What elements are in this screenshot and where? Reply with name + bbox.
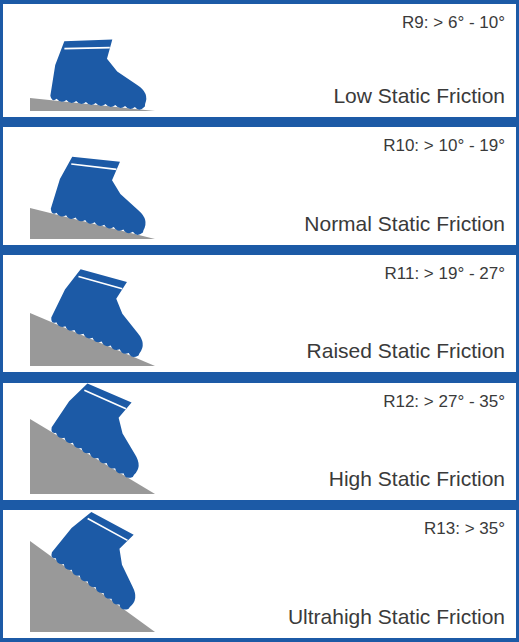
boot-icon	[49, 260, 163, 359]
friction-label: Low Static Friction	[333, 84, 505, 108]
friction-label: Raised Static Friction	[307, 339, 505, 363]
ramp-wedge	[30, 208, 155, 239]
rating-band: R13: > 35° Ultrahigh Static Friction	[3, 510, 516, 638]
rating-band: R11: > 19° - 27° Raised Static Friction	[3, 255, 516, 372]
rating-band: R10: > 10° - 19° Normal Static Friction	[3, 127, 516, 245]
ramp-wedge	[30, 98, 155, 111]
friction-label: Normal Static Friction	[304, 212, 505, 236]
ramp-wedge	[30, 313, 155, 366]
boot-icon	[49, 374, 166, 481]
ramp-wedge	[30, 419, 155, 494]
slope-4	[30, 374, 166, 494]
boot-icon	[49, 502, 166, 613]
rating-band: R9: > 6° - 10° Low Static Friction	[3, 4, 516, 117]
slope-5	[30, 502, 166, 632]
rating-range: R11: > 19° - 27°	[384, 264, 505, 284]
rating-range: R9: > 6° - 10°	[402, 13, 505, 33]
rating-band: R12: > 27° - 35° High Static Friction	[3, 383, 516, 500]
rating-range: R13: > 35°	[424, 519, 505, 539]
slope-2	[30, 148, 159, 239]
slope-3	[30, 260, 164, 366]
slope-1	[30, 34, 155, 111]
rating-range: R10: > 10° - 19°	[383, 136, 505, 156]
friction-label: Ultrahigh Static Friction	[288, 605, 505, 629]
boot-icon	[50, 148, 159, 236]
friction-label: High Static Friction	[329, 467, 505, 491]
rating-range: R12: > 27° - 35°	[383, 392, 505, 412]
ramp-wedge	[30, 541, 155, 632]
boot-icon	[50, 34, 152, 111]
